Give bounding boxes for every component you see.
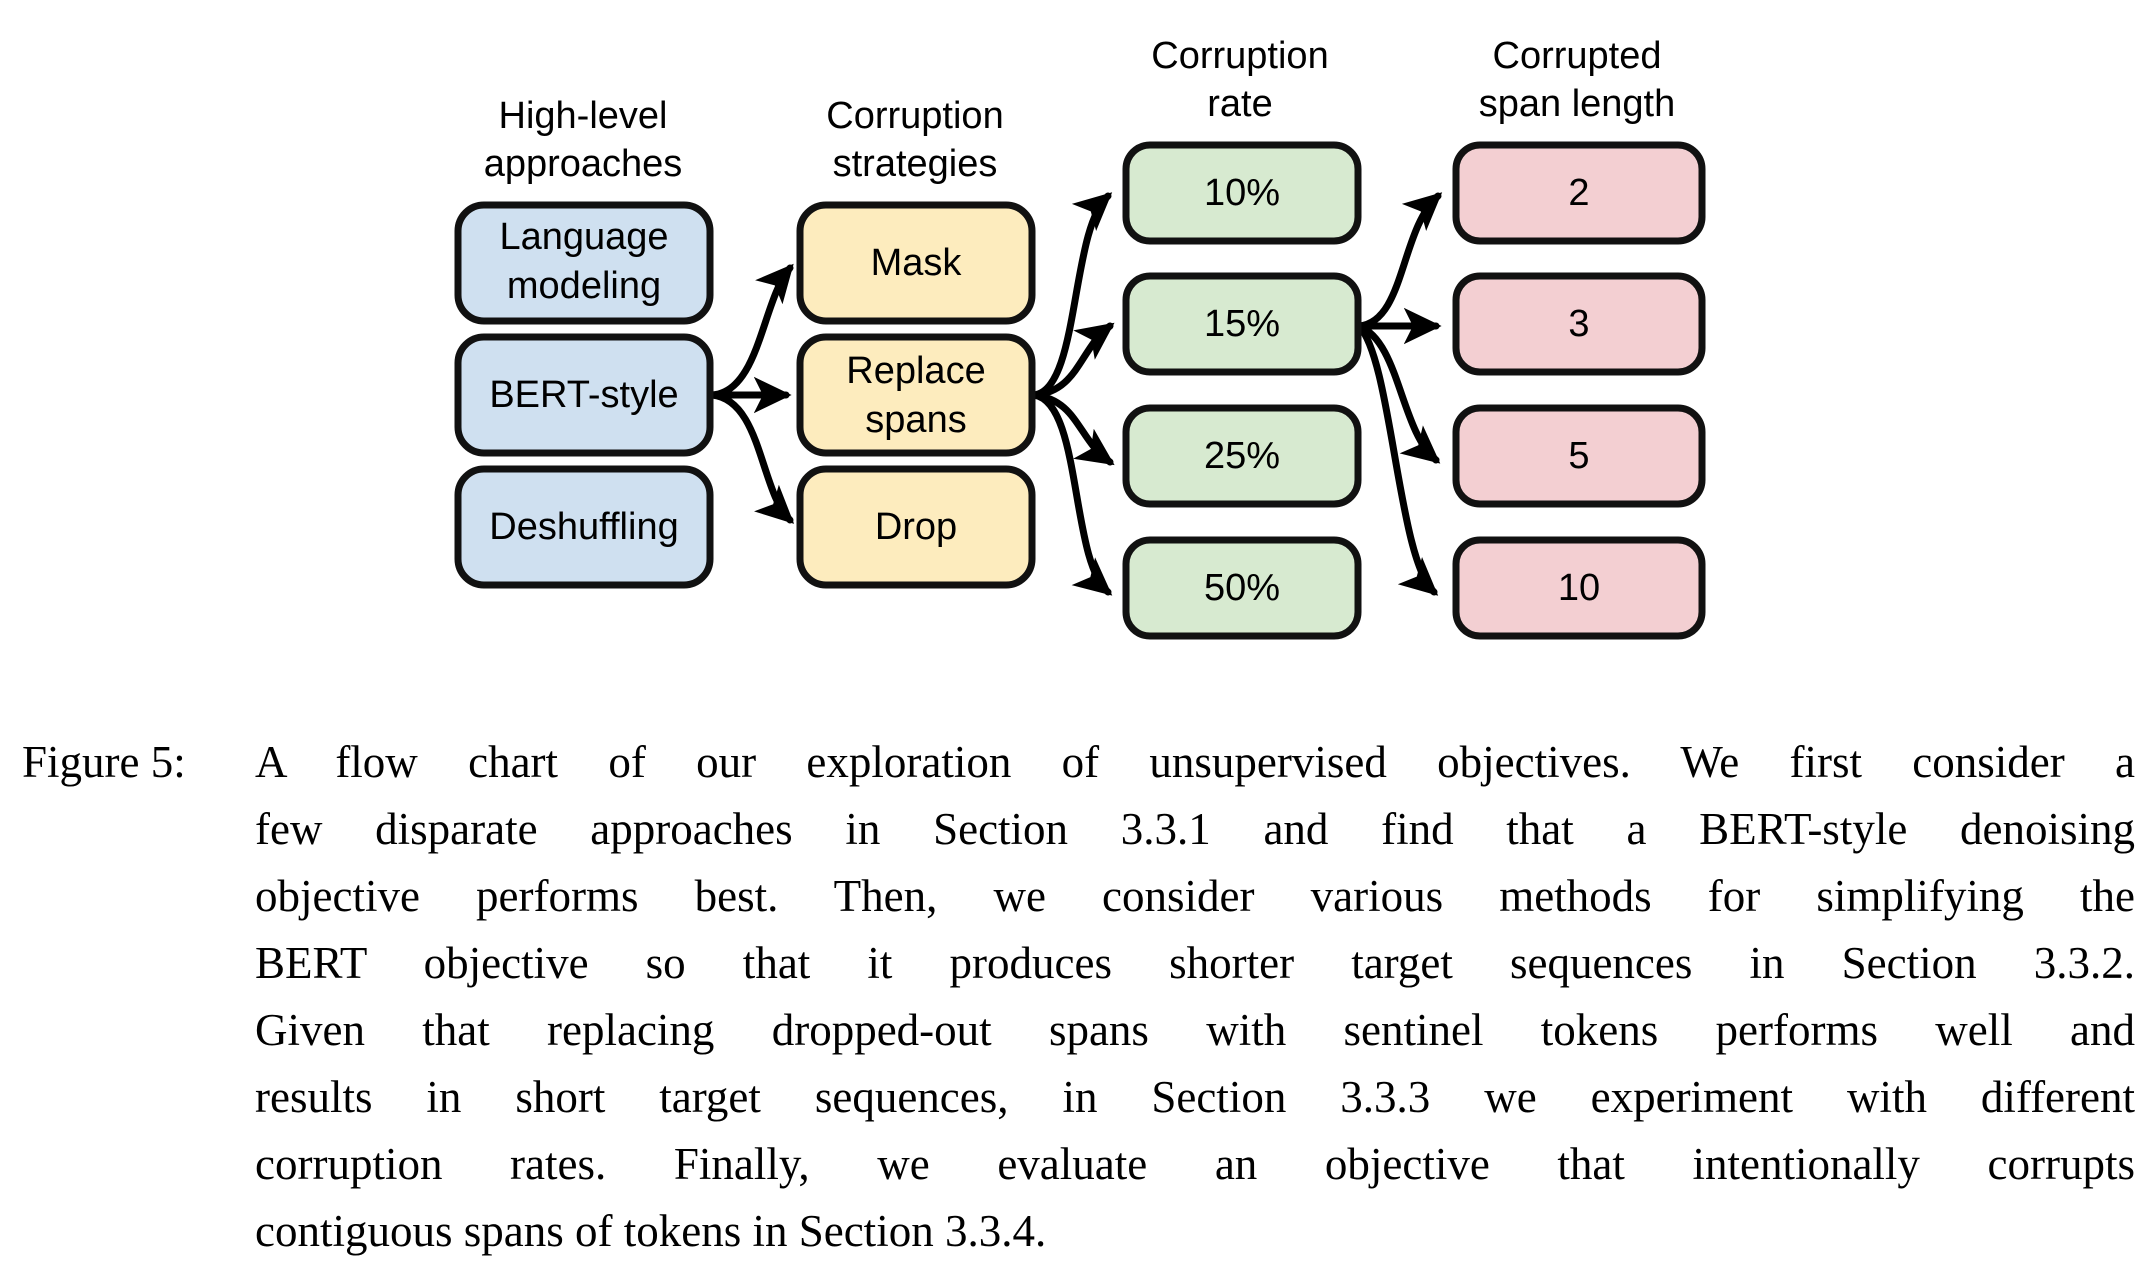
node-box[interactable] — [1122, 404, 1362, 508]
node-label-line2: modeling — [507, 265, 661, 307]
edge-bert-style-to-drop — [708, 391, 795, 524]
node-span-3[interactable]: 3 — [1452, 272, 1706, 376]
node-label-line1: Deshuffling — [489, 506, 678, 548]
edge-replace-spans-to-rate-10 — [1030, 192, 1113, 399]
edge-replace-spans-to-rate-50 — [1030, 391, 1113, 596]
node-box[interactable] — [1452, 272, 1706, 376]
node-bert-style[interactable]: BERT-style — [454, 333, 714, 457]
caption-line-4: BERT objective so that it produces short… — [255, 938, 2135, 988]
flowchart-figure: High-level approaches Corruption strateg… — [454, 35, 1706, 640]
node-box[interactable] — [1452, 404, 1706, 508]
caption-line-6: results in short target sequences, in Se… — [255, 1072, 2135, 1122]
node-label-line1: Replace — [846, 350, 985, 392]
caption-line-5: Given that replacing dropped-out spans w… — [255, 1005, 2135, 1055]
column-header-line1: High-level — [499, 95, 668, 137]
caption-label: Figure 5: — [22, 737, 186, 787]
node-label-line1: Drop — [875, 506, 957, 548]
node-label-line1: 50% — [1204, 567, 1280, 609]
node-box[interactable] — [1122, 272, 1362, 376]
edge-replace-spans-to-rate-15 — [1030, 322, 1115, 399]
node-box[interactable] — [796, 201, 1036, 325]
caption-line-2: few disparate approaches in Section 3.3.… — [255, 804, 2135, 854]
node-box[interactable] — [796, 465, 1036, 589]
node-label-line1: 10% — [1204, 172, 1280, 214]
node-rate-10[interactable]: 10% — [1122, 141, 1362, 245]
node-mask[interactable]: Mask — [796, 201, 1036, 325]
node-label-line1: 2 — [1568, 172, 1589, 214]
node-span-5[interactable]: 5 — [1452, 404, 1706, 508]
node-deshuffling[interactable]: Deshuffling — [454, 465, 714, 589]
node-box[interactable] — [1122, 536, 1362, 640]
node-box[interactable] — [454, 333, 714, 457]
node-label-line1: BERT-style — [489, 374, 678, 416]
caption-line-1: A flow chart of our exploration of unsup… — [255, 737, 2135, 787]
node-label-line1: 25% — [1204, 435, 1280, 477]
node-label-line1: Mask — [871, 242, 963, 284]
column-header-line2: strategies — [833, 143, 998, 185]
caption-line-8: contiguous spans of tokens in Section 3.… — [255, 1206, 1047, 1256]
edge-rate-15-to-span-10 — [1355, 322, 1439, 596]
node-label-line1: 3 — [1568, 303, 1589, 345]
column-header-high-level-approaches: High-level approaches — [484, 95, 683, 185]
node-replace-spans[interactable]: Replace spans — [796, 333, 1036, 457]
node-rate-25[interactable]: 25% — [1122, 404, 1362, 508]
edge-rate-15-to-span-5 — [1355, 322, 1441, 464]
node-rate-15[interactable]: 15% — [1122, 272, 1362, 376]
caption-line-7: corruption rates. Finally, we evaluate a… — [255, 1139, 2135, 1189]
node-span-2[interactable]: 2 — [1452, 141, 1706, 245]
node-box[interactable] — [1452, 536, 1706, 640]
node-box[interactable] — [454, 201, 714, 325]
node-rate-50[interactable]: 50% — [1122, 536, 1362, 640]
node-label-line1: 15% — [1204, 303, 1280, 345]
figure-caption: Figure 5: A flow chart of our exploratio… — [0, 700, 2152, 1262]
node-label-line1: 5 — [1568, 435, 1589, 477]
column-header-line2: rate — [1207, 83, 1272, 125]
column-header-line1: Corruption — [826, 95, 1003, 137]
edge-bert-style-to-mask — [708, 263, 794, 399]
node-box[interactable] — [796, 333, 1036, 457]
node-label-line2: spans — [865, 399, 966, 441]
node-box[interactable] — [1452, 141, 1706, 245]
column-header-corruption-rate: Corruption rate — [1151, 35, 1328, 125]
node-drop[interactable]: Drop — [796, 465, 1036, 589]
node-box[interactable] — [454, 465, 714, 589]
node-label-line1: 10 — [1558, 567, 1600, 609]
node-span-10[interactable]: 10 — [1452, 536, 1706, 640]
flowchart-svg: High-level approaches Corruption strateg… — [454, 35, 1706, 640]
column-header-line2: span length — [1479, 83, 1676, 125]
node-language-modeling[interactable]: Language modeling — [454, 201, 714, 325]
caption-line-3: objective performs best. Then, we consid… — [255, 871, 2135, 921]
column-header-corruption-strategies: Corruption strategies — [826, 95, 1003, 185]
column-header-line2: approaches — [484, 143, 683, 185]
edge-rate-15-to-span-2 — [1355, 192, 1443, 330]
node-label-line1: Language — [499, 216, 668, 258]
column-header-line1: Corrupted — [1493, 35, 1662, 77]
node-box[interactable] — [1122, 141, 1362, 245]
column-header-line1: Corruption — [1151, 35, 1328, 77]
column-header-corrupted-span-length: Corrupted span length — [1479, 35, 1676, 125]
